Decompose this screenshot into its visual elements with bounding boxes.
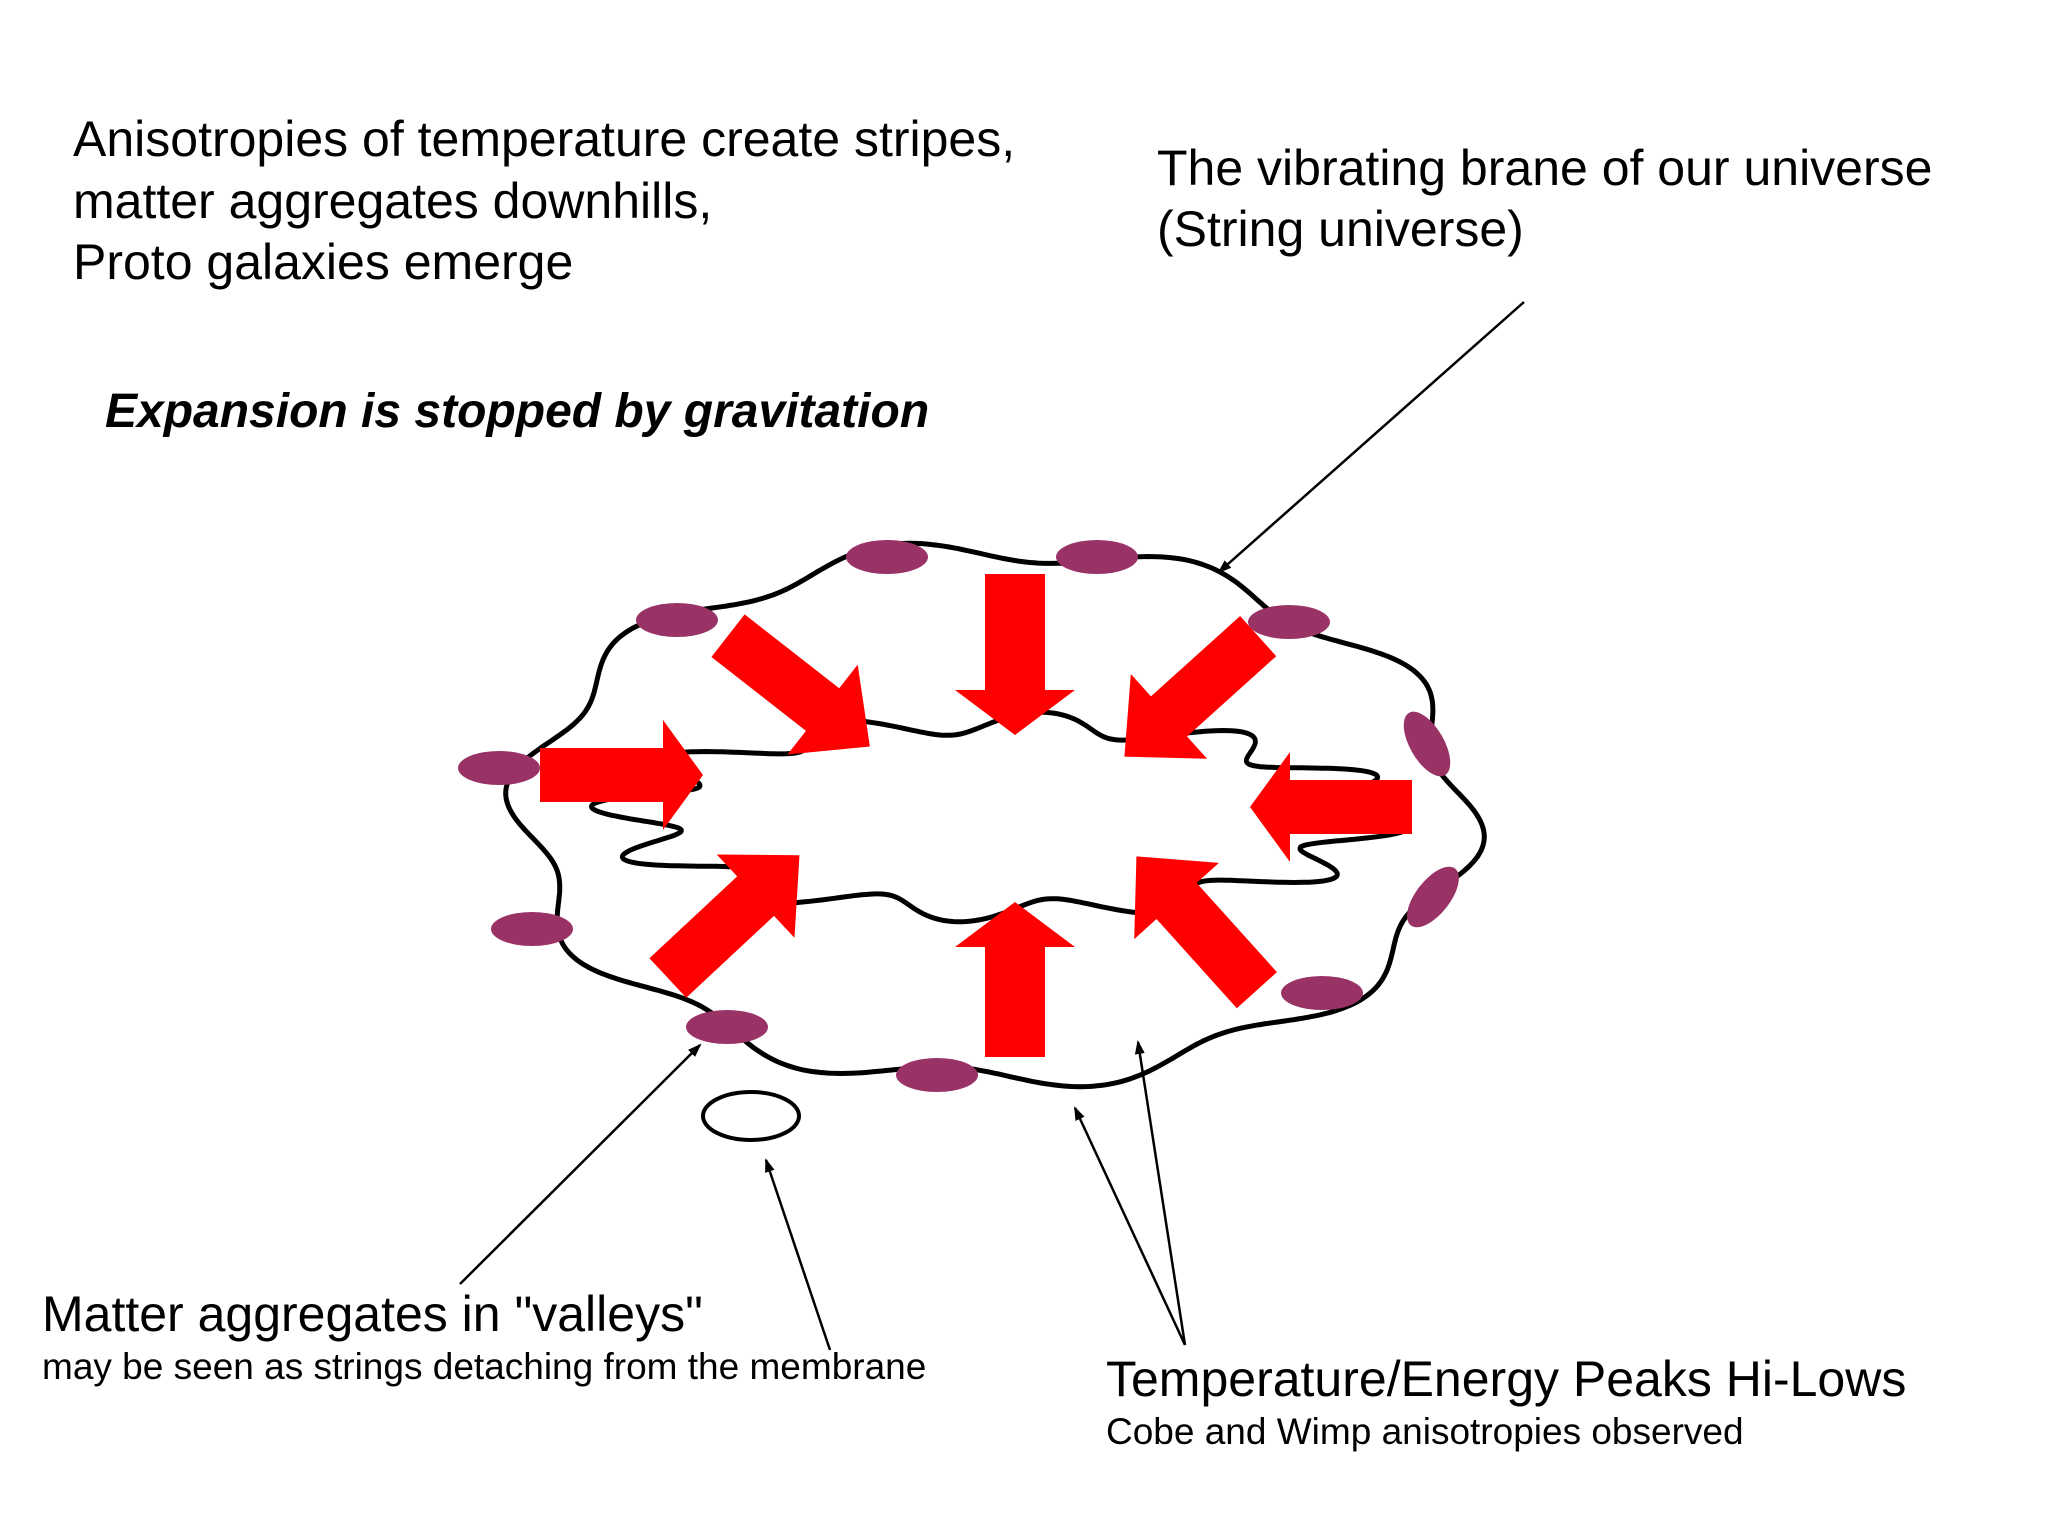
detached-string-loop — [701, 1090, 801, 1142]
arrow-top — [955, 574, 1075, 735]
brane-label-line-1: The vibrating brane of our universe — [1157, 140, 1933, 196]
matter-aggregations — [458, 540, 1459, 1092]
top-left-annotation-line-3: Proto galaxies emerge — [73, 234, 574, 290]
matter-blob — [636, 603, 718, 637]
matter-blob — [1281, 976, 1363, 1010]
matter-blob — [846, 540, 928, 574]
top-left-annotation-line-1: Anisotropies of temperature create strip… — [73, 111, 1016, 167]
peaks-label: Temperature/Energy Peaks Hi-Lows — [1106, 1351, 1907, 1407]
anisotropies-observed-label: Cobe and Wimp anisotropies observed — [1106, 1411, 1744, 1452]
top-left-annotation-line-2: matter aggregates downhills, — [73, 173, 713, 229]
matter-blob — [458, 751, 540, 785]
peak-pointer-2 — [1134, 1040, 1187, 1346]
matter-blob — [686, 1010, 768, 1044]
brane-label-line-2: (String universe) — [1157, 201, 1524, 257]
string-loop-pointer — [764, 1158, 832, 1351]
arrow-left — [540, 720, 703, 830]
matter-blob — [1248, 605, 1330, 639]
arrow-bottom-left — [649, 854, 800, 998]
arrow-top-left — [711, 614, 870, 755]
matter-blob — [1403, 711, 1451, 777]
arrow-bottom-right — [1134, 856, 1277, 1009]
valleys-pointer — [459, 1043, 702, 1285]
matter-blob — [491, 912, 573, 946]
matter-blob — [896, 1058, 978, 1092]
arrow-top-right — [1124, 616, 1277, 759]
matter-blob — [1056, 540, 1138, 574]
expansion-stopped-heading: Expansion is stopped by gravitation — [105, 385, 930, 438]
arrow-right — [1250, 752, 1412, 862]
valleys-label: Matter aggregates in "valleys" — [42, 1286, 703, 1342]
peak-pointer-1 — [1073, 1106, 1187, 1346]
arrow-bottom — [955, 902, 1075, 1057]
outer-brane-outline — [503, 540, 1487, 1090]
gravitation-arrows — [540, 574, 1412, 1057]
annotation-pointers — [459, 301, 1525, 1351]
brane-pointer — [1217, 301, 1525, 574]
matter-blob — [1407, 866, 1459, 928]
strings-detaching-label: may be seen as strings detaching from th… — [42, 1346, 927, 1387]
